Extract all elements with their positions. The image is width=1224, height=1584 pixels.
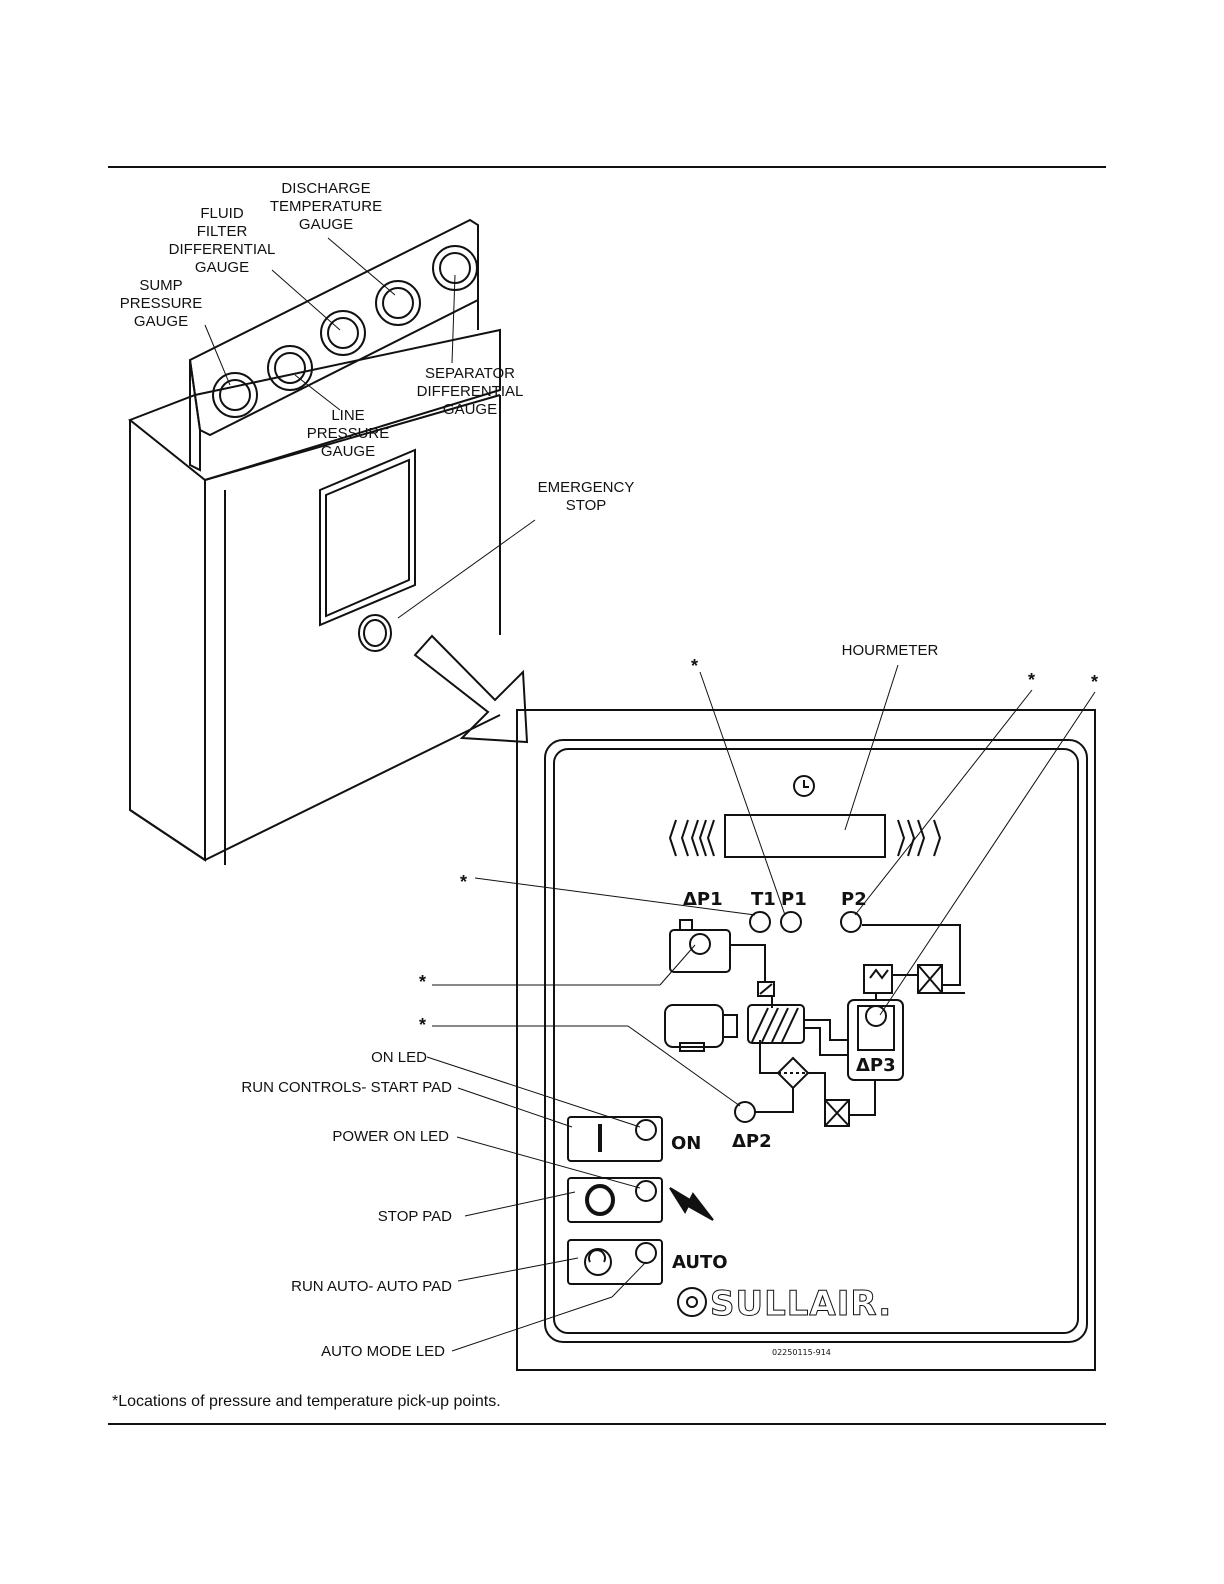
bottom-rule — [108, 1423, 1106, 1425]
on-led — [635, 1119, 657, 1141]
hourmeter-label: HOURMETER — [841, 642, 939, 659]
p2-pickup — [840, 911, 862, 933]
auto-tag: AUTO — [672, 1252, 728, 1273]
discharge-temperature-label: DISCHARGE TEMPERATURE GAUGE — [269, 180, 383, 233]
separator-gauge-icon — [432, 245, 478, 291]
big-panel-frame — [516, 709, 1096, 1371]
on-tag: ON — [671, 1133, 702, 1154]
auto-mode-led — [635, 1242, 657, 1264]
line-pressure-label: LINE PRESSURE GAUGE — [306, 407, 390, 460]
start-pad-frame — [567, 1116, 663, 1162]
auto-mode-led-label: AUTO MODE LED — [321, 1343, 445, 1360]
p2-tag: P2 — [841, 889, 867, 910]
asterisk-marker: * — [419, 1015, 427, 1035]
fluid-filter-gauge-icon — [320, 310, 366, 356]
arrow-icon — [413, 634, 529, 744]
on-led-label: ON LED — [371, 1049, 427, 1066]
fluid-filter-label: FLUID FILTER DIFFERENTIAL GAUGE — [168, 205, 276, 276]
part-number: 02250115-914 — [772, 1348, 831, 1357]
asterisk-marker: * — [691, 656, 699, 676]
asterisk-marker: * — [419, 972, 427, 992]
asterisk-marker: * — [460, 872, 468, 892]
p1-pickup — [780, 911, 802, 933]
asterisk-marker: * — [1091, 672, 1099, 692]
power-on-led — [635, 1180, 657, 1202]
sump-pressure-gauge-icon — [212, 372, 258, 418]
lightning-icon — [669, 1187, 714, 1221]
filter-canister — [669, 929, 731, 973]
emergency-stop-label: EMERGENCY STOP — [537, 479, 635, 514]
sullair-brand: SULLAIR. — [709, 1284, 893, 1325]
footnote: *Locations of pressure and temperature p… — [112, 1393, 501, 1410]
line-pressure-gauge-icon — [267, 345, 313, 391]
p1-tag: P1 — [781, 889, 807, 910]
dp3-tag: ΔP3 — [856, 1055, 896, 1076]
discharge-temperature-gauge-icon — [375, 280, 421, 326]
dp1-tag: ΔP1 — [683, 889, 723, 910]
sullair-logo-icon — [677, 1287, 707, 1317]
auto-pad-frame — [567, 1239, 663, 1285]
top-rule — [108, 166, 1106, 168]
emergency-stop-icon — [358, 614, 392, 652]
asterisk-marker: * — [1028, 670, 1036, 690]
separator-differential-label: SEPARATOR DIFFERENTIAL GAUGE — [416, 365, 524, 418]
clock-icon — [793, 775, 815, 797]
run-auto-label: RUN AUTO- AUTO PAD — [291, 1278, 452, 1295]
t1-tag: T1 — [751, 889, 776, 910]
airend-icon — [747, 1004, 805, 1044]
power-on-led-label: POWER ON LED — [332, 1128, 449, 1145]
cabinet-outline — [128, 328, 501, 482]
run-controls-label: RUN CONTROLS- START PAD — [241, 1079, 452, 1096]
dp2-tag: ΔP2 — [732, 1131, 772, 1152]
stop-pad-label: STOP PAD — [377, 1208, 452, 1225]
hourmeter-window — [724, 814, 886, 858]
stop-pad-frame — [567, 1177, 663, 1223]
t1-pickup — [749, 911, 771, 933]
motor-icon — [664, 1004, 724, 1048]
sump-pressure-label: SUMP PRESSURE GAUGE — [119, 277, 203, 330]
small-panel-icon — [319, 448, 416, 627]
